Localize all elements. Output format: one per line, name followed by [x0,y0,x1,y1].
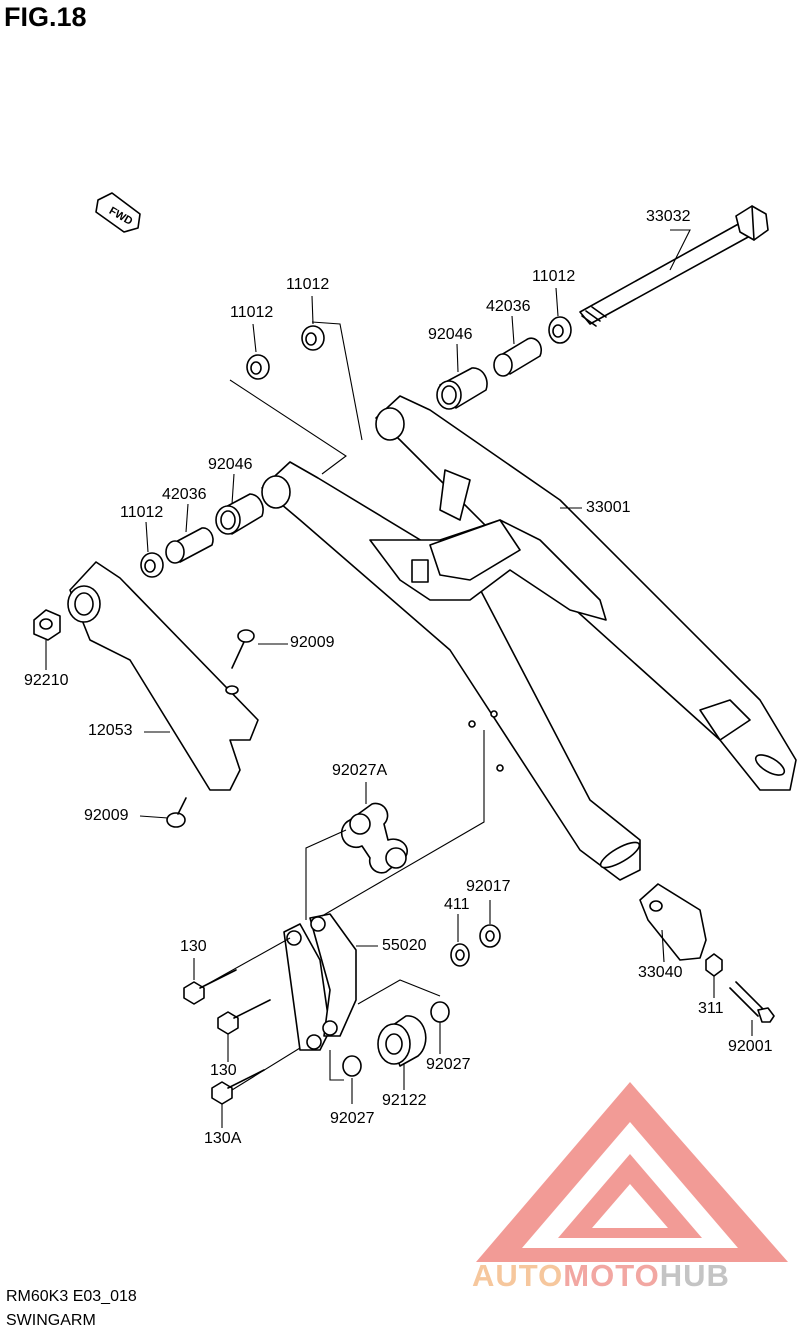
callout-92046-a: 92046 [428,326,473,343]
leader-92009-b [139,815,169,819]
leader-42036-a [511,315,515,345]
watermark-word-auto: AUTO [472,1258,564,1293]
callout-12053: 12053 [88,722,133,739]
callout-42036-a: 42036 [486,298,531,315]
callout-55020: 55020 [382,937,427,954]
leader-rod-left [305,829,347,920]
swingarm-part [261,395,797,881]
callout-92027A: 92027A [332,762,388,779]
callout-11012-a: 11012 [230,304,274,321]
leader-33032 [669,229,691,271]
leader-pivot-right [311,321,363,441]
chain-guide-part [33,561,259,828]
bearing-set-lower [140,493,264,578]
leader-42036-b [185,503,189,533]
callout-33040: 33040 [638,964,683,981]
hardware-small-parts [342,924,501,1077]
leader-33040 [661,929,665,963]
collar-part [340,802,408,874]
callout-92009-a: 92009 [290,634,335,651]
leader-92046-b [231,473,235,505]
leader-11012-b [311,295,314,325]
leader-92122-bracket [357,979,441,1005]
watermark-text: AUTOMOTOHUB [472,1258,730,1294]
watermark-logo [476,1082,788,1262]
section-name: SWINGARM [6,1312,96,1329]
leader-rod-right [321,730,485,917]
callout-11012-c: 11012 [120,504,164,521]
callout-33001: 33001 [586,499,631,516]
callout-92017: 92017 [466,878,511,895]
cushion-rod-part [183,913,357,1105]
fwd-direction-icon: FWD [95,192,141,233]
callout-130A: 130A [204,1130,242,1147]
bearing-set-upper [246,316,572,410]
figure-title: FIG.18 [4,2,87,32]
chain-adjuster-part [639,883,775,1023]
watermark-word-hub: HUB [659,1258,730,1293]
callout-11012-b: 11012 [286,276,330,293]
callout-92210: 92210 [24,672,69,689]
callout-92027-a: 92027 [426,1056,471,1073]
callout-92001: 92001 [728,1038,773,1055]
leader-pivot-left [229,379,347,475]
leader-92046-a [456,343,459,373]
leader-bolt-lower [231,1047,301,1091]
callout-42036-b: 42036 [162,486,207,503]
model-code: RM60K3 E03_018 [6,1288,137,1305]
callout-411: 411 [444,896,470,913]
callout-311: 311 [698,1000,724,1017]
callout-130-b: 130 [210,1062,237,1079]
callout-92046-b: 92046 [208,456,253,473]
pivot-bolt-part [579,205,769,327]
watermark-word-moto: MOTO [563,1258,660,1293]
leader-11012-c [145,521,149,553]
callout-33032: 33032 [646,208,691,225]
callout-92027-b: 92027 [330,1110,375,1127]
leader-bolt-upper [203,937,291,987]
leader-11012-d [555,287,559,317]
leader-92027-bracket [329,1050,344,1081]
callout-11012-d: 11012 [532,268,576,285]
callout-92122: 92122 [382,1092,427,1109]
callout-92009-b: 92009 [84,807,129,824]
leader-11012-a [252,323,257,353]
callout-130-a: 130 [180,938,207,955]
